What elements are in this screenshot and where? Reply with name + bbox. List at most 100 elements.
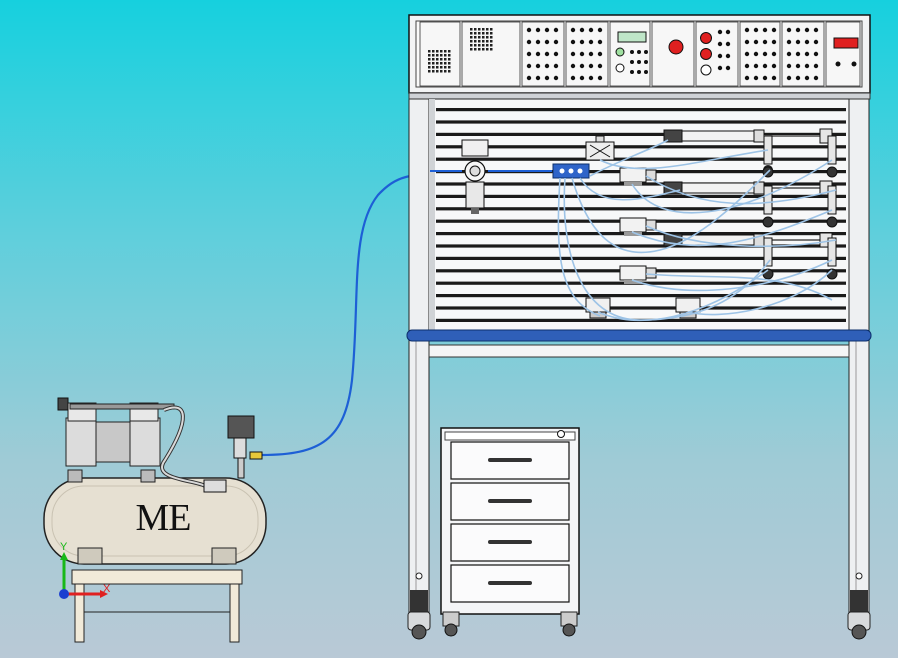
panel-jack (474, 48, 477, 51)
panel-jack (432, 58, 435, 61)
panel-jack (786, 75, 792, 81)
panel-jack (436, 58, 439, 61)
panel-jack (553, 63, 559, 69)
panel-jack (428, 66, 431, 69)
limit-sensor (826, 166, 838, 178)
panel-jack (804, 39, 810, 45)
panel-jack (597, 63, 603, 69)
panel-jack (436, 66, 439, 69)
indicator-lamp (615, 47, 625, 57)
panel-jack (725, 65, 731, 71)
vertical-actuator (827, 135, 837, 165)
panel-jack (482, 36, 485, 39)
panel-jack (795, 51, 801, 57)
air-tube (571, 169, 771, 254)
valve-base (624, 280, 642, 284)
emergency-stop (668, 39, 684, 55)
panel-jack (478, 44, 481, 47)
cylinder-barrel (681, 130, 755, 142)
control-panel (408, 14, 871, 100)
panel-jack (526, 39, 532, 45)
drawer-handle (488, 499, 532, 503)
panel-jack (482, 28, 485, 31)
panel-jack (725, 53, 731, 59)
panel-jack (795, 27, 801, 33)
air-tube (631, 259, 833, 292)
panel-jack (637, 70, 641, 74)
panel-jack (440, 70, 443, 73)
panel-jack (771, 63, 777, 69)
panel-jack (486, 40, 489, 43)
panel-jack (470, 36, 473, 39)
panel-jack (486, 28, 489, 31)
panel-jack (478, 36, 481, 39)
board-slot (436, 120, 846, 124)
limit-sensor (762, 216, 774, 228)
panel-jack (436, 50, 439, 53)
panel-jack (490, 48, 493, 51)
axis-triad: X Y (59, 541, 111, 599)
panel-jack (553, 27, 559, 33)
panel-jack (478, 48, 481, 51)
panel-jack (490, 28, 493, 31)
valve-base (624, 182, 642, 186)
panel-jack (428, 62, 431, 65)
panel-jack (804, 27, 810, 33)
panel-jack (588, 63, 594, 69)
panel-jack (535, 27, 541, 33)
panel-jack (474, 36, 477, 39)
air-tube (599, 149, 769, 170)
air-tube (645, 273, 833, 301)
panel-jack (813, 39, 819, 45)
panel-jack (717, 29, 723, 35)
panel-jack (588, 39, 594, 45)
hand-valve (585, 135, 615, 161)
panel-jack (553, 51, 559, 57)
panel-jack (786, 63, 792, 69)
solenoid-valve (619, 167, 647, 183)
panel-jack (570, 51, 576, 57)
panel-jack (535, 39, 541, 45)
panel-knob (615, 63, 625, 73)
panel-jack (432, 70, 435, 73)
panel-jack (544, 27, 550, 33)
drawer-handle (488, 581, 532, 585)
panel-jack (544, 39, 550, 45)
panel-jack (448, 66, 451, 69)
panel-jack (813, 27, 819, 33)
panel-jack (436, 70, 439, 73)
air-tube (579, 177, 681, 201)
board-slot (436, 306, 846, 310)
panel-jack (490, 32, 493, 35)
panel-jack (771, 27, 777, 33)
drawer-cabinet (440, 427, 580, 637)
air-tube (589, 139, 669, 177)
panel-jack (478, 32, 481, 35)
panel-jack (486, 44, 489, 47)
valve-actuator (645, 169, 657, 181)
panel-jack (440, 54, 443, 57)
board-slot (436, 145, 846, 149)
air-tube (645, 175, 837, 205)
panel-jack (440, 58, 443, 61)
board-slot (436, 132, 846, 136)
board-slot (436, 244, 846, 248)
air-tube (631, 209, 833, 247)
panel-jack (637, 50, 641, 54)
panel-jack (486, 36, 489, 39)
board-slot (436, 207, 846, 211)
tubing (557, 139, 837, 322)
valve-actuator (645, 219, 657, 231)
panel-jack (579, 63, 585, 69)
panel-jack (478, 40, 481, 43)
panel-jack (753, 63, 759, 69)
indicator-lamp (700, 48, 712, 60)
panel-jack (470, 40, 473, 43)
panel-jack (482, 48, 485, 51)
vertical-actuator (827, 237, 837, 267)
filter-regulator-unit (430, 139, 552, 214)
panel-jack (470, 32, 473, 35)
panel-jack (744, 51, 750, 57)
panel-jack (526, 63, 532, 69)
